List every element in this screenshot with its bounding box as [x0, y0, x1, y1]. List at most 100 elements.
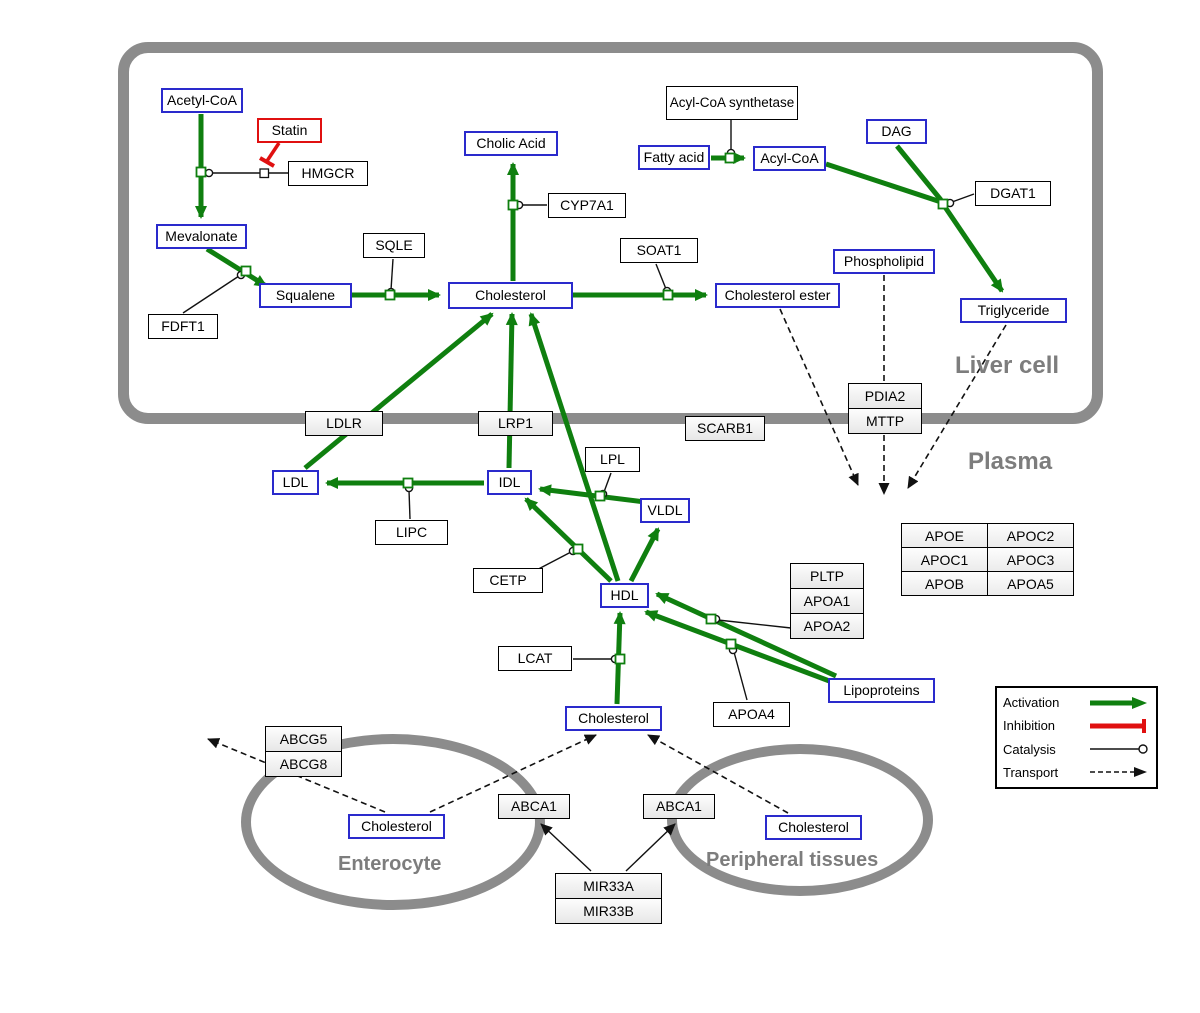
- node-acetyl-coa[interactable]: Acetyl-CoA: [161, 88, 243, 113]
- peripheral-tissues-membrane: [667, 744, 933, 896]
- node-mir33b[interactable]: MIR33B: [556, 899, 661, 923]
- node-apoa2[interactable]: APOA2: [791, 614, 863, 638]
- node-pdia2[interactable]: PDIA2: [849, 384, 921, 408]
- node-cholic-acid[interactable]: Cholic Acid: [464, 131, 558, 156]
- edge-hdl-vldl: [628, 527, 661, 583]
- liver-cell-label: Liver cell: [955, 352, 1060, 379]
- node-cholesterol-plasma[interactable]: Cholesterol: [565, 706, 662, 731]
- legend-row-catalysis: Catalysis: [1003, 738, 1150, 760]
- node-scarb1[interactable]: SCARB1: [685, 416, 765, 441]
- node-acyl-coa-synthetase[interactable]: Acyl-CoA synthetase: [666, 86, 798, 120]
- node-lcat[interactable]: LCAT: [498, 646, 572, 671]
- edge-pltp-catalysis: [717, 619, 792, 629]
- edge-ldl-cholesterol: [303, 312, 494, 470]
- node-abca1-peripheral[interactable]: ABCA1: [643, 794, 715, 819]
- apolipoprotein-table: APOE APOC2 APOC1 APOC3 APOB APOA5: [901, 523, 1074, 596]
- node-cetp[interactable]: CETP: [473, 568, 543, 593]
- node-dgat1[interactable]: DGAT1: [975, 181, 1051, 206]
- activation-arrow-icon: [1090, 696, 1147, 709]
- node-mir33a[interactable]: MIR33A: [556, 874, 661, 898]
- edge-mir33-abca1-right: [625, 823, 676, 872]
- node-dag[interactable]: DAG: [866, 119, 927, 144]
- node-apoc3[interactable]: APOC3: [988, 548, 1073, 571]
- node-pltp[interactable]: PLTP: [791, 564, 863, 588]
- edge-lipoproteins-hdl-1: [655, 591, 838, 679]
- node-hmgcr[interactable]: HMGCR: [288, 161, 368, 186]
- edge-vldl-idl: [538, 484, 646, 505]
- activation-edges: [195, 114, 1005, 705]
- node-fdft1[interactable]: FDFT1: [148, 314, 218, 339]
- node-apoc1[interactable]: APOC1: [902, 548, 987, 571]
- node-triglyceride[interactable]: Triglyceride: [960, 298, 1067, 323]
- node-lipc[interactable]: LIPC: [375, 520, 448, 545]
- legend-row-inhibition: Inhibition: [1003, 715, 1150, 737]
- legend-activation-label: Activation: [1003, 695, 1060, 711]
- node-abcg5[interactable]: ABCG5: [266, 727, 341, 751]
- node-mevalonate[interactable]: Mevalonate: [156, 224, 247, 249]
- node-apob[interactable]: APOB: [902, 572, 987, 595]
- node-apoc2[interactable]: APOC2: [988, 524, 1073, 547]
- node-apoa5[interactable]: APOA5: [988, 572, 1073, 595]
- edge-lpl-catalysis: [603, 472, 612, 493]
- node-mttp[interactable]: MTTP: [849, 409, 921, 433]
- stack-pltp-apoa1-apoa2: PLTP APOA1 APOA2: [790, 563, 864, 639]
- node-abcg8[interactable]: ABCG8: [266, 752, 341, 776]
- stack-pdia2-mttp: PDIA2 MTTP: [848, 383, 922, 434]
- edge-sqle-catalysis: [390, 258, 394, 291]
- node-idl[interactable]: IDL: [487, 470, 532, 495]
- stack-mir33: MIR33A MIR33B: [555, 873, 662, 924]
- edge-peripheral-abca1-plasma: [647, 734, 789, 814]
- node-cyp7a1[interactable]: CYP7A1: [548, 193, 626, 218]
- node-ldlr[interactable]: LDLR: [305, 411, 383, 436]
- legend-row-transport: Transport: [1003, 761, 1150, 783]
- edge-hdl-idl: [524, 497, 613, 583]
- regulation-edges: [540, 823, 676, 872]
- edge-dgat1-catalysis: [951, 193, 975, 203]
- node-lrp1[interactable]: LRP1: [478, 411, 553, 436]
- edge-lipc-catalysis: [408, 489, 411, 520]
- node-apoa1[interactable]: APOA1: [791, 589, 863, 613]
- edge-mevalonate-squalene: [205, 246, 268, 289]
- node-ldl[interactable]: LDL: [272, 470, 319, 495]
- node-lpl[interactable]: LPL: [585, 447, 640, 472]
- node-apoe[interactable]: APOE: [902, 524, 987, 547]
- node-abca1-enterocyte[interactable]: ABCA1: [498, 794, 570, 819]
- node-statin[interactable]: Statin: [257, 118, 322, 143]
- node-acyl-coa[interactable]: Acyl-CoA: [753, 146, 826, 171]
- node-cholesterol-peripheral[interactable]: Cholesterol: [765, 815, 862, 840]
- catalysis-edges: [182, 120, 975, 701]
- node-cholesterol-enterocyte[interactable]: Cholesterol: [348, 814, 445, 839]
- edge-acylcoa-dgat1node: [825, 161, 942, 205]
- node-cholesterol-ester[interactable]: Cholesterol ester: [715, 283, 840, 308]
- node-soat1[interactable]: SOAT1: [620, 238, 698, 263]
- legend-transport-label: Transport: [1003, 764, 1059, 780]
- node-phospholipid[interactable]: Phospholipid: [833, 249, 935, 274]
- node-lipoproteins[interactable]: Lipoproteins: [828, 678, 935, 703]
- catalysis-circle-icon: [1090, 744, 1148, 754]
- node-hdl[interactable]: HDL: [600, 583, 649, 608]
- edge-apoa4-catalysis: [733, 651, 748, 701]
- reaction-node-squares: [195, 152, 949, 665]
- edge-idl-cholesterol: [505, 312, 518, 469]
- transport-arrow-icon: [1090, 767, 1147, 778]
- enterocyte-label: Enterocyte: [338, 853, 442, 875]
- liver-cell-membrane: [118, 42, 1103, 424]
- edge-dag-dgat1node: [895, 144, 943, 202]
- peripheral-tissues-label: Peripheral tissues: [706, 849, 879, 871]
- node-apoa4[interactable]: APOA4: [713, 702, 790, 727]
- node-cholesterol-liver[interactable]: Cholesterol: [448, 282, 573, 309]
- node-vldl[interactable]: VLDL: [640, 498, 690, 523]
- edge-fdft1-catalysis: [182, 275, 240, 314]
- edge-soat1-catalysis: [655, 263, 667, 290]
- edge-lipoproteins-hdl-2: [644, 609, 849, 691]
- plasma-label: Plasma: [968, 448, 1053, 475]
- hmgcr-anchor-square: [259, 168, 270, 179]
- legend-inhibition-label: Inhibition: [1003, 718, 1056, 734]
- edge-dgat1node-triglyceride: [942, 205, 1005, 293]
- legend: Activation Inhibition Catalysis Transpor…: [995, 686, 1158, 789]
- edge-triglyceride-plasma: [907, 324, 1007, 489]
- node-squalene[interactable]: Squalene: [259, 283, 352, 308]
- node-fatty-acid[interactable]: Fatty acid: [638, 145, 710, 170]
- node-sqle[interactable]: SQLE: [363, 233, 425, 258]
